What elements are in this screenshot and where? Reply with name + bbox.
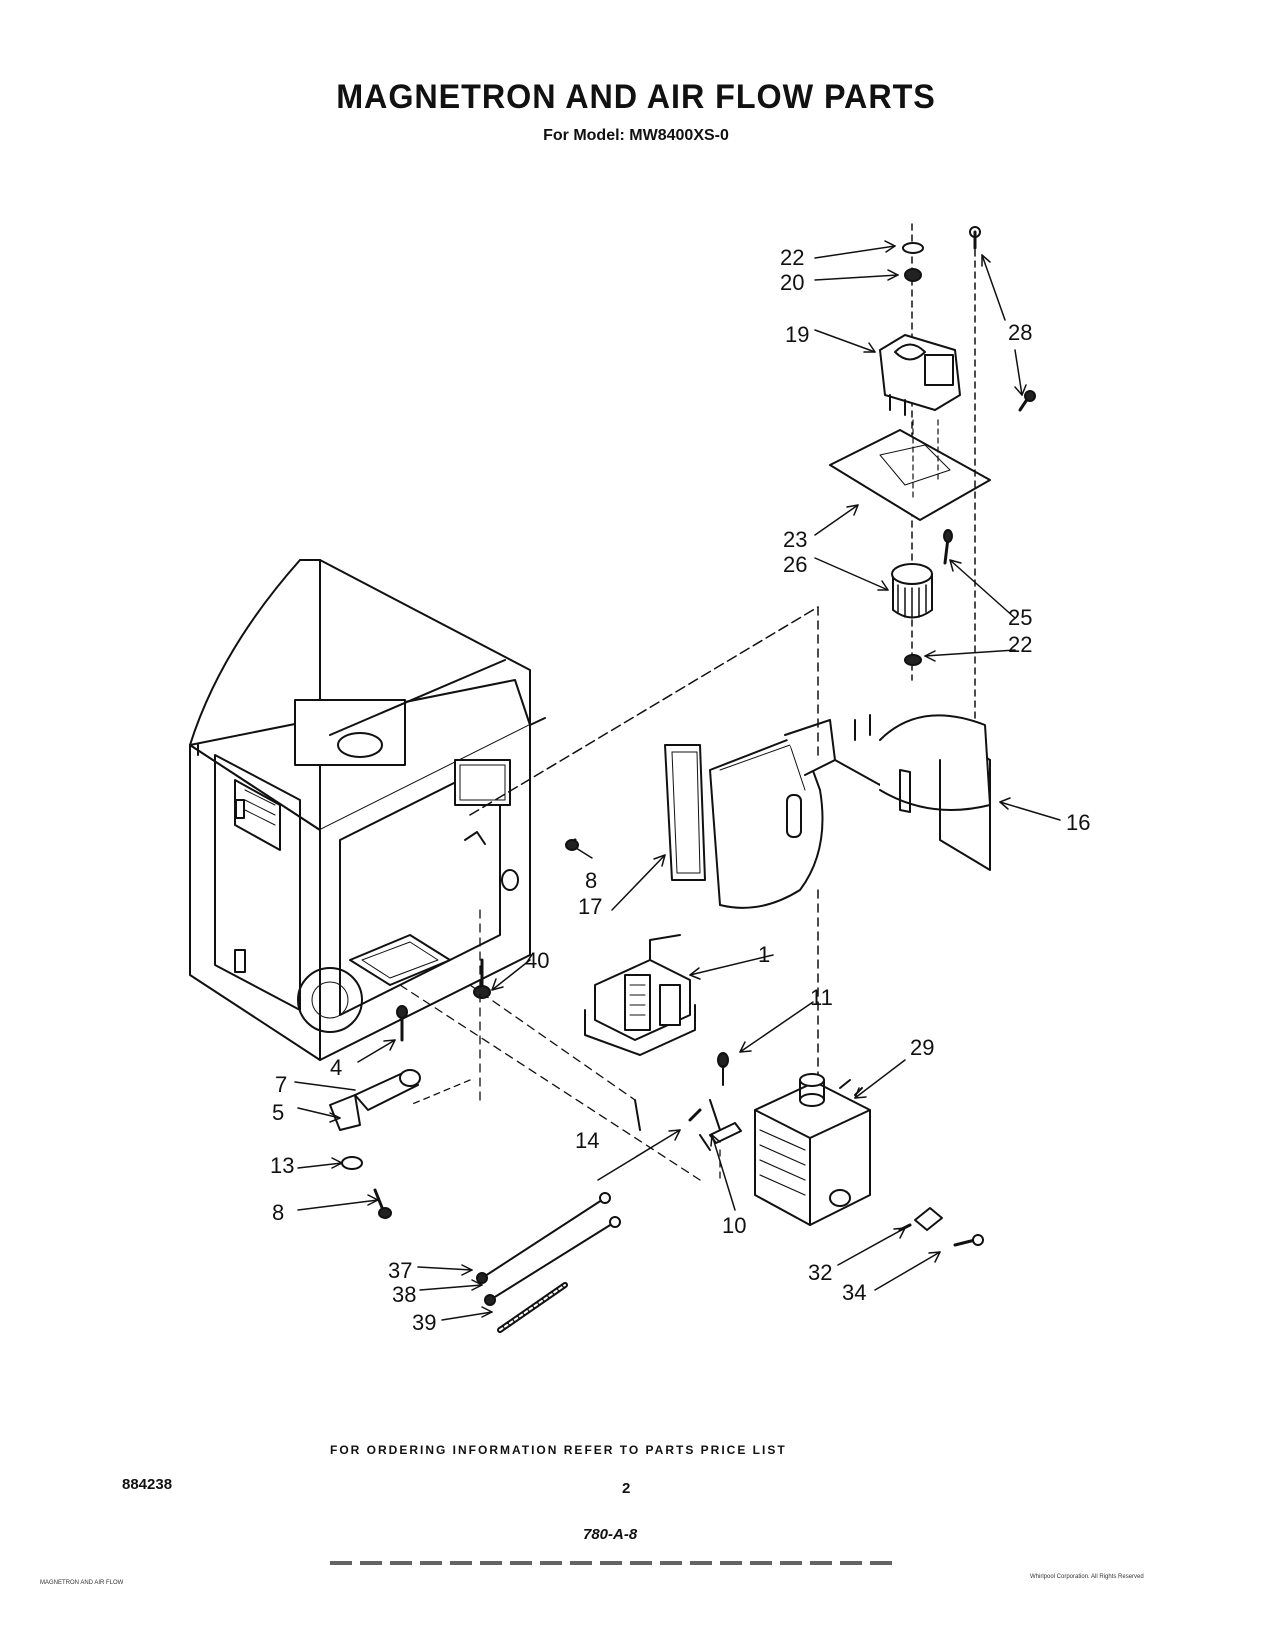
callout-13: 13: [270, 1153, 294, 1178]
callout-39: 39: [412, 1310, 436, 1335]
callout-26: 26: [783, 552, 807, 577]
callout-32: 32: [808, 1260, 832, 1285]
callout-5: 5: [272, 1100, 284, 1125]
callout-34: 34: [842, 1280, 866, 1305]
ordering-information-note: FOR ORDERING INFORMATION REFER TO PARTS …: [330, 1443, 787, 1457]
page-title: MAGNETRON AND AIR FLOW PARTS: [336, 78, 936, 116]
callout-1: 1: [758, 942, 770, 967]
handwritten-note: 780-A-8: [583, 1526, 638, 1543]
callout-4: 4: [330, 1055, 342, 1080]
document-number: 884238: [122, 1476, 173, 1493]
callout-38: 38: [392, 1282, 416, 1307]
callout-numbers: 22 20 19 28 23 26 25 22 16 8 17 1 40 11 …: [270, 245, 1090, 1335]
callout-14: 14: [575, 1128, 599, 1153]
callout-20: 20: [780, 270, 804, 295]
callout-8-upper: 8: [585, 868, 597, 893]
bleed-through-line: [330, 1561, 900, 1565]
transformer: [469, 934, 696, 1131]
callout-29: 29: [910, 1035, 934, 1060]
stirrer-motor-assembly: [829, 223, 1036, 761]
callout-17: 17: [578, 894, 602, 919]
bottom-left-fine-print: MAGNETRON AND AIR FLOW: [40, 1580, 124, 1586]
callout-11: 11: [810, 985, 833, 1010]
oven-cabinet: [189, 559, 546, 1061]
bottom-right-copyright: Whirlpool Corporation. All Rights Reserv…: [1030, 1574, 1144, 1580]
callout-16: 16: [1066, 810, 1090, 835]
page-number: 2: [622, 1480, 631, 1497]
callout-19: 19: [785, 322, 809, 347]
leader-lines: [294, 240, 1061, 1321]
callout-22-bottom: 22: [1008, 632, 1032, 657]
callout-7: 7: [275, 1072, 287, 1097]
wire-leads: [476, 1192, 621, 1333]
callout-40: 40: [525, 948, 549, 973]
callout-8-lower: 8: [272, 1200, 284, 1225]
magnetron: [688, 1052, 984, 1247]
callout-25: 25: [1008, 605, 1032, 630]
callout-23: 23: [783, 527, 807, 552]
callout-22-top: 22: [780, 245, 804, 270]
air-duct-assembly: [469, 606, 991, 1091]
model-subtitle: For Model: MW8400XS-0: [543, 127, 729, 144]
callout-28: 28: [1008, 320, 1032, 345]
callout-37: 37: [388, 1258, 412, 1283]
callout-10: 10: [722, 1213, 746, 1238]
